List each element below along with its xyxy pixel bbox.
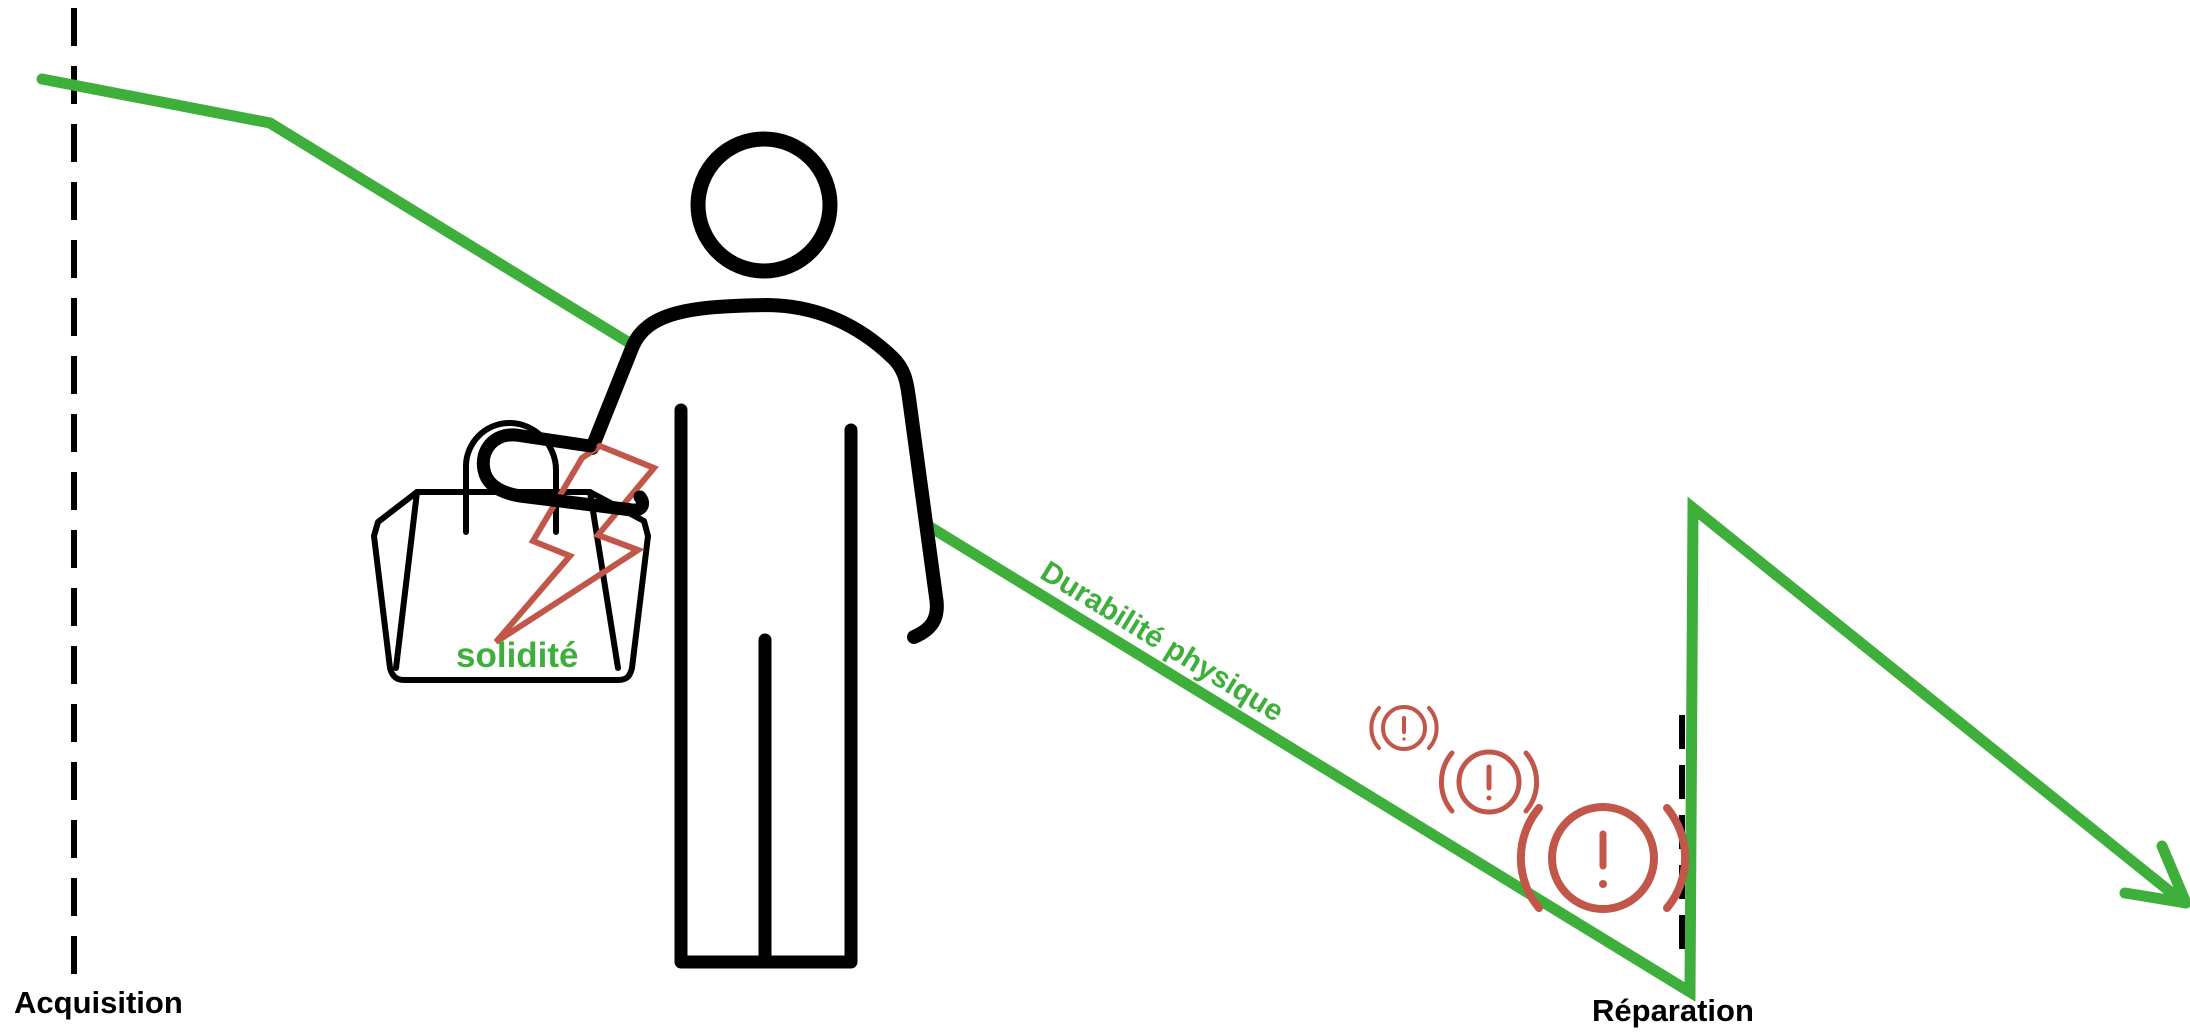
warning-alert-icon	[1371, 707, 1436, 749]
warning-alert-icon	[1441, 752, 1536, 812]
reparation-label: Réparation	[1592, 993, 1754, 1029]
warning-alert-icon	[1521, 807, 1685, 909]
durability-curve	[42, 79, 2178, 992]
acquisition-label: Acquisition	[14, 985, 183, 1021]
solidite-label: solidité	[456, 636, 579, 676]
